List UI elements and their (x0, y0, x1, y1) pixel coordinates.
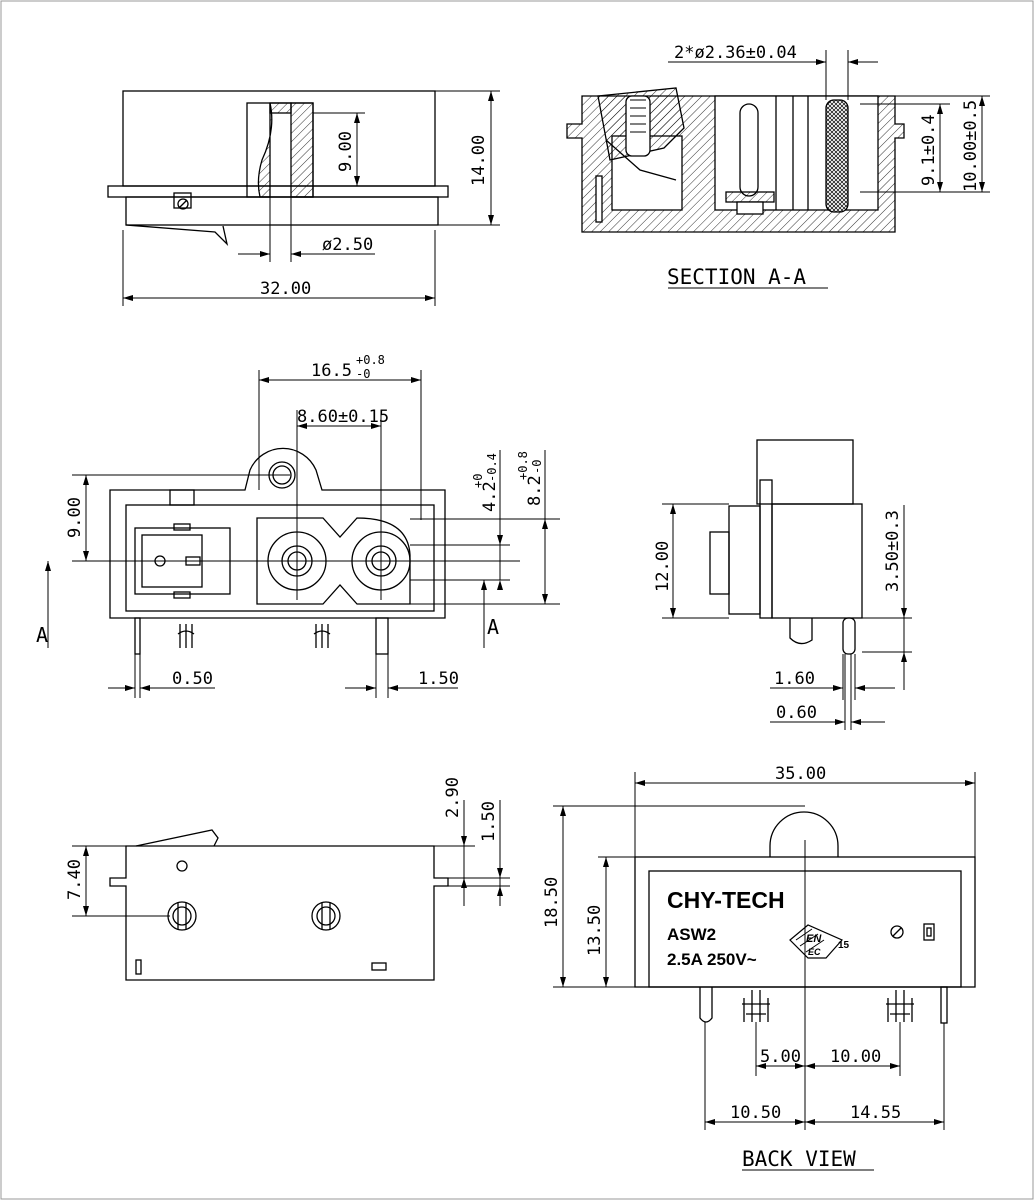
dim-bl-740: 7.40 (65, 859, 85, 900)
dim-side-1200: 12.00 (653, 541, 673, 592)
dim-back-1850: 18.50 (542, 877, 562, 928)
back-title: BACK VIEW (742, 1147, 856, 1171)
dim-back-1050: 10.50 (730, 1103, 781, 1123)
dim-back-1000: 10.00 (830, 1047, 881, 1067)
dim-sec-h2: 10.00±0.5 (961, 100, 981, 192)
section-mark-right: A (487, 615, 499, 639)
dim-front-width: 16.5 (311, 361, 352, 381)
section-title: SECTION A-A (667, 265, 806, 289)
label-cert-num: 15 (838, 940, 850, 951)
dim-top-slot: 9.00 (336, 131, 356, 172)
label-cert: EN (806, 933, 822, 945)
dim-back-1455: 14.55 (850, 1103, 901, 1123)
dim-top-height: 14.00 (469, 135, 489, 186)
dim-back-3500: 35.00 (775, 764, 826, 784)
dim-front-h9: 9.00 (65, 497, 85, 538)
dim-side-060: 0.60 (776, 703, 817, 723)
dim-sec-dia: 2*ø2.36±0.04 (674, 43, 797, 63)
dim-front-width-tol-up: +0.8 (356, 353, 385, 367)
dim-back-500: 5.00 (760, 1047, 801, 1067)
bottom-left-view (109, 829, 449, 981)
label-rating: 2.5A 250V~ (667, 950, 757, 969)
dim-top-width: 32.00 (260, 279, 311, 299)
dim-front-h82-tol-dn: -0 (530, 460, 544, 474)
dim-front-width-tol-dn: -0 (356, 367, 370, 381)
dim-front-050: 0.50 (172, 669, 213, 689)
top-view (107, 90, 500, 306)
label-brand: CHY-TECH (667, 887, 785, 913)
dim-front-pitch: 8.60±0.15 (297, 407, 389, 427)
label-model: ASW2 (667, 925, 716, 944)
dim-top-dia: ø2.50 (322, 235, 373, 255)
dim-back-1350: 13.50 (585, 905, 605, 956)
dim-front-150: 1.50 (418, 669, 459, 689)
dim-front-h42: 4.2 (480, 481, 500, 512)
section-view (566, 87, 905, 233)
dim-sec-h1: 9.1±0.4 (919, 114, 939, 186)
section-mark-left: A (36, 623, 48, 647)
dim-front-h42-tol-dn: -0.4 (485, 453, 499, 482)
dim-front-h82-tol-up: +0.8 (516, 451, 530, 480)
dim-front-h82: 8.2 (525, 475, 545, 506)
dim-side-350: 3.50±0.3 (883, 510, 903, 592)
dim-front-h42-tol-up: +0 (471, 474, 485, 488)
dim-bl-150: 1.50 (479, 801, 499, 842)
label-cert-sub: EC (808, 947, 821, 957)
dim-side-160: 1.60 (774, 669, 815, 689)
dim-bl-290: 2.90 (443, 777, 463, 818)
side-view (709, 439, 863, 655)
